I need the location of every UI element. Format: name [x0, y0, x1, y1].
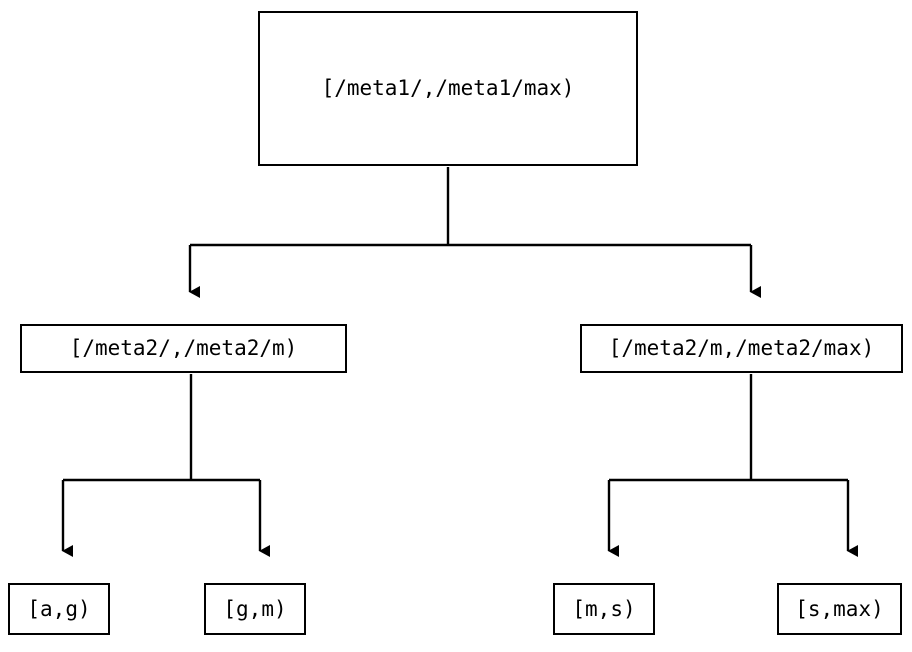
edge-mid-left-to-leaf-2 [191, 478, 270, 557]
node-leaf-a-g[interactable]: [a,g) [8, 583, 110, 635]
edge-root-to-mid-right [448, 243, 761, 298]
edge-mid-right-to-leaf-3 [607, 374, 753, 557]
node-leaf-g-m-label: [g,m) [223, 596, 287, 621]
node-leaf-g-m[interactable]: [g,m) [204, 583, 306, 635]
edge-root-to-mid-left [188, 167, 450, 298]
node-leaf-a-g-label: [a,g) [27, 596, 91, 621]
edge-mid-left-to-leaf-1 [61, 374, 193, 557]
node-root-label: [/meta1/,/meta1/max) [321, 76, 575, 100]
node-mid-right[interactable]: [/meta2/m,/meta2/max) [580, 324, 903, 373]
node-leaf-m-s[interactable]: [m,s) [553, 583, 655, 635]
node-root[interactable]: [/meta1/,/meta1/max) [258, 11, 638, 166]
node-leaf-m-s-label: [m,s) [572, 596, 636, 621]
node-leaf-s-max-label: [s,max) [795, 596, 884, 621]
node-mid-left[interactable]: [/meta2/,/meta2/m) [20, 324, 347, 373]
edge-mid-right-to-leaf-4 [751, 478, 858, 557]
node-mid-left-label: [/meta2/,/meta2/m) [69, 336, 298, 360]
node-leaf-s-max[interactable]: [s,max) [777, 583, 902, 635]
node-mid-right-label: [/meta2/m,/meta2/max) [608, 336, 875, 360]
